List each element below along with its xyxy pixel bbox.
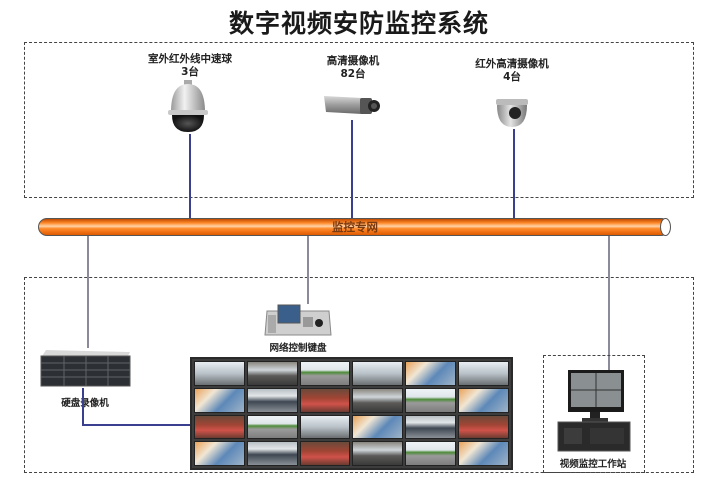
workstation-link (608, 236, 610, 371)
workstation-icon (557, 370, 631, 452)
keyboard-label: 网络控制键盘 (269, 343, 327, 354)
camera-3-label: 红外高清摄像机 4台 (462, 58, 562, 84)
camera-2-name: 高清摄像机 (326, 55, 380, 67)
control-zone (24, 277, 694, 473)
recorder-link (87, 236, 89, 348)
camera-zone (24, 42, 694, 198)
control-keyboard-icon (264, 304, 332, 336)
box-camera-icon (324, 96, 380, 114)
camera-1-count: 3台 (181, 66, 199, 78)
camera-1-name: 室外红外线中速球 (148, 53, 232, 65)
workstation-label: 视频监控工作站 (559, 459, 627, 470)
video-wall-icon (190, 357, 513, 470)
camera-3-count: 4台 (503, 71, 521, 83)
camera-3-name: 红外高清摄像机 (475, 58, 549, 70)
recorder-label: 硬盘录像机 (61, 398, 109, 409)
dome-camera-icon (496, 99, 528, 127)
keyboard-link (307, 236, 309, 304)
camera-1-link (189, 134, 191, 218)
camera-2-count: 82台 (340, 68, 366, 80)
speed-dome-camera-icon (168, 80, 208, 132)
camera-2-link (351, 120, 353, 218)
camera-2-label: 高清摄像机 82台 (303, 55, 403, 81)
network-label: 监控专网 (332, 220, 378, 234)
bus-end-cap (660, 218, 671, 236)
dvr-server-icon (40, 350, 131, 387)
workstation-zone (543, 355, 645, 473)
camera-1-label: 室外红外线中速球 3台 (140, 53, 240, 79)
recorder-wall-link-h (82, 424, 192, 426)
diagram-title: 数字视频安防监控系统 (228, 9, 489, 38)
camera-3-link (513, 129, 515, 218)
recorder-wall-link-v (82, 388, 84, 425)
